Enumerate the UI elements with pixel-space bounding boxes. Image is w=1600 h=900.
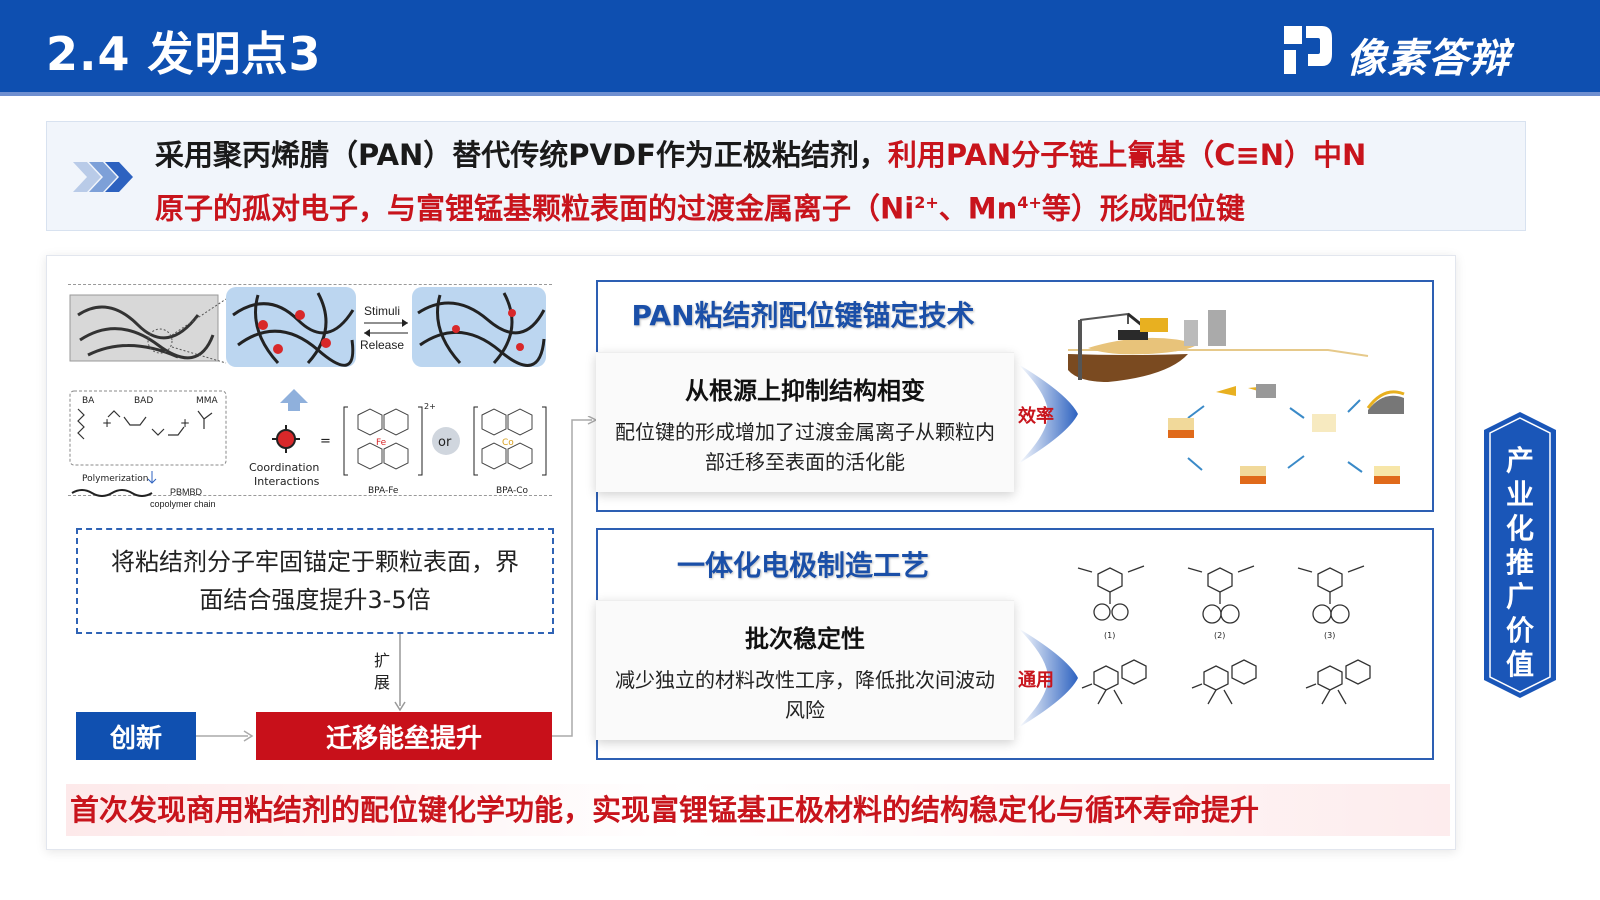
universal-label: 通用 [1018,670,1054,691]
charge-label: 2+ [424,402,436,411]
coordination-label-2: Interactions [254,475,320,488]
intro-text-red-2a: 原子的孤对电子，与富锂锰基颗粒表面的过渡金属离子（Ni [155,191,915,226]
header-bar: 2.4 发明点3 像素答辩 [0,0,1600,96]
release-label: Release [360,338,404,352]
molecule-label-3: (3) [1324,631,1335,640]
copolymer-label: PBMBD copolymer chain [150,486,216,510]
molecule-label-2: (2) [1214,631,1225,640]
efficiency-arrow: 效率 [1018,364,1098,464]
bpa-co-label: BPA-Co [496,486,529,496]
mma-label: MMA [196,396,219,406]
slide-title: 2.4 发明点3 [46,27,322,81]
industrial-value-ribbon: 产业化推广价值 [1484,412,1556,698]
intro-text-red-2c: 等）形成配位键 [1041,191,1245,226]
svg-text:+: + [102,416,112,430]
intro-box: 采用聚丙烯腈（PAN）替代传统PVDF作为正极粘结剂，利用PAN分子链上氰基（C… [46,121,1526,231]
chemistry-figure: Stimuli Release BA BAD MMA + + Polymeriz… [68,284,552,497]
molecule-label-1: (1) [1104,631,1115,640]
section-1-title: PAN粘结剂配位键锚定技术 [631,299,975,332]
molecule-structures: (1) (2) (3) [1077,565,1371,705]
logo-icon [1284,26,1332,74]
section-anchor-tech: PAN粘结剂配位键锚定技术 从根源上抑制结构相变 配位键的形成增加了过渡金属离子… [596,280,1434,512]
section-integrated-process: 一体化电极制造工艺 批次稳定性 减少独立的材料改性工序，降低批次间波动风险 通用 [596,528,1434,760]
conclusion-banner: 首次发现商用粘结剂的配位键化学功能，实现富锂锰基正极材料的结构稳定化与循环寿命提… [66,784,1450,836]
svg-text:+: + [180,416,190,430]
coordination-label-1: Coordination [249,461,319,474]
triple-chevron-icon [73,162,133,192]
section-1-card-text: 配位键的形成增加了过渡金属离子从颗粒内部迁移至表面的活化能 [615,420,995,474]
ribbon-text: 产业化推广价值 [1505,444,1534,681]
mn-superscript: 4+ [1017,193,1042,212]
co-label: Co [502,438,514,448]
intro-text-red-1: 利用PAN分子链上氰基（C≡N）中N [887,138,1367,172]
chemistry-figure-svg: Stimuli Release BA BAD MMA + + Polymeriz… [69,287,547,497]
intro-text-black: 采用聚丙烯腈（PAN）替代传统PVDF作为正极粘结剂， [155,138,888,172]
fe-label: Fe [376,438,387,448]
universal-arrow: 通用 [1018,628,1098,728]
logo-text: 像素答辩 [1346,36,1510,82]
right-arrow-connector [196,730,254,742]
polymerization-label: Polymerization [82,474,148,484]
section-2-card: 批次稳定性 减少独立的材料改性工序，降低批次间波动风险 [596,600,1014,740]
down-arrow-connector [394,634,406,712]
construction-illustration [1068,310,1405,484]
chevron-arrow-icon [1018,364,1078,464]
section-2-title: 一体化电极制造工艺 [676,549,929,582]
bracket-connector [552,416,598,737]
chevron-arrow-icon [1018,628,1078,728]
anchor-description-box: 将粘结剂分子牢固锚定于颗粒表面，界面结合强度提升3-5倍 [76,528,554,634]
ba-label: BA [82,396,95,406]
ni-superscript: 2+ [914,193,939,212]
pbmbd-text: PBMBD [170,487,203,497]
section-1-card: 从根源上抑制结构相变 配位键的形成增加了过渡金属离子从颗粒内部迁移至表面的活化能 [596,352,1014,492]
section-2-card-text: 减少独立的材料改性工序，降低批次间波动风险 [615,668,995,722]
or-label: or [438,435,452,450]
bad-label: BAD [134,396,153,406]
brand-logo: 像素答辩 [1282,22,1542,82]
copolymer-text: copolymer chain [150,499,216,509]
barrier-tag: 迁移能垒提升 [256,712,552,760]
extend-label: 扩展 [373,651,390,692]
stimuli-label: Stimuli [364,304,400,318]
section-1-card-title: 从根源上抑制结构相变 [685,377,925,405]
intro-text: 采用聚丙烯腈（PAN）替代传统PVDF作为正极粘结剂，利用PAN分子链上氰基（C… [155,132,1515,233]
intro-text-red-2b: 、Mn [938,191,1018,226]
efficiency-label: 效率 [1018,406,1054,427]
innovation-tag: 创新 [76,712,196,760]
ribbon-shape [1484,412,1556,698]
section-2-card-title: 批次稳定性 [745,625,865,653]
svg-text:=: = [320,434,331,449]
bpa-fe-label: BPA-Fe [368,486,399,496]
